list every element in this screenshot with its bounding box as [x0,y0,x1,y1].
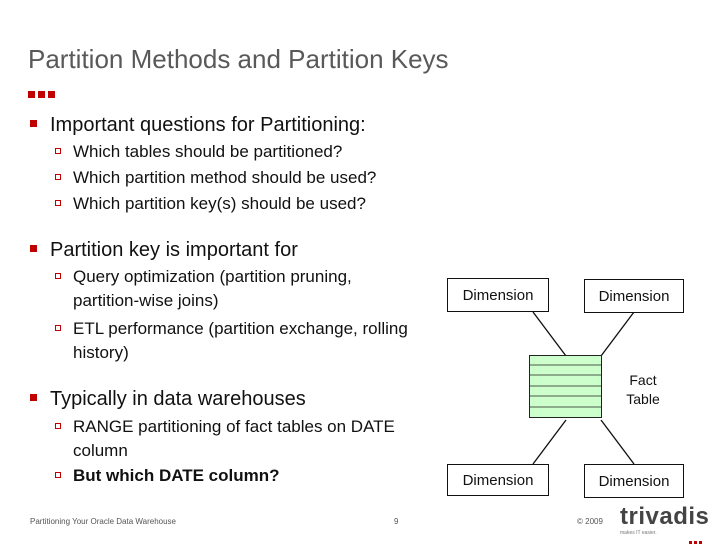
dimension-box-top-left: Dimension [447,278,549,312]
hollow-square-bullet-icon [55,472,61,478]
footer-title: Partitioning Your Oracle Data Warehouse [30,517,177,526]
logo-text: trivadis [620,503,710,530]
bullet-1-text: Important questions for Partitioning: [50,114,366,136]
dimension-box-top-right: Dimension [584,279,684,313]
slide-title: Partition Methods and Partition Keys [28,44,449,74]
bullet-2-sub-1: Query optimization (partition pruning, p… [55,265,418,313]
bullet-2-sub-2: ETL performance (partition exchange, rol… [55,317,418,365]
bullet-3-text: Typically in data warehouses [50,388,306,410]
dimension-box-bottom-right: Dimension [584,464,684,498]
bullet-1-sub-2: Which partition method should be used? [55,166,453,190]
dimension-box-bottom-left: Dimension [447,464,549,496]
hollow-square-bullet-icon [55,273,61,279]
hollow-square-bullet-icon [55,148,61,154]
hollow-square-bullet-icon [55,423,61,429]
fact-table-shape [529,355,602,418]
bullet-1-sub-3: Which partition key(s) should be used? [55,192,453,216]
bullet-1: Important questions for Partitioning: [30,114,366,137]
hollow-square-bullet-icon [55,174,61,180]
bullet-3-sub-1: RANGE partitioning of fact tables on DAT… [55,415,413,463]
fact-table-label: Fact Table [626,372,660,407]
hollow-square-bullet-icon [55,325,61,331]
connector-top-right [600,311,635,357]
bullet-2: Partition key is important for [30,239,298,262]
bullet-2-text: Partition key is important for [50,239,298,261]
page-number: 9 [394,517,399,526]
square-bullet-icon [30,394,37,401]
square-bullet-icon [30,120,37,127]
bullet-1-sub-1: Which tables should be partitioned? [55,140,453,164]
bullet-3: Typically in data warehouses [30,388,306,411]
trivadis-logo: trivadis makes IT easier. [620,503,710,537]
connector-top-left [532,311,567,357]
title-accent-dots [28,85,58,103]
logo-accent-dots [689,531,704,549]
bullet-3-sub-2: But which DATE column? [55,464,413,488]
connector-bottom-left [532,419,567,465]
logo-tagline: makes IT easier. [620,530,657,536]
copyright: © 2009 [577,517,603,526]
square-bullet-icon [30,245,37,252]
connector-bottom-right [600,419,635,465]
hollow-square-bullet-icon [55,200,61,206]
